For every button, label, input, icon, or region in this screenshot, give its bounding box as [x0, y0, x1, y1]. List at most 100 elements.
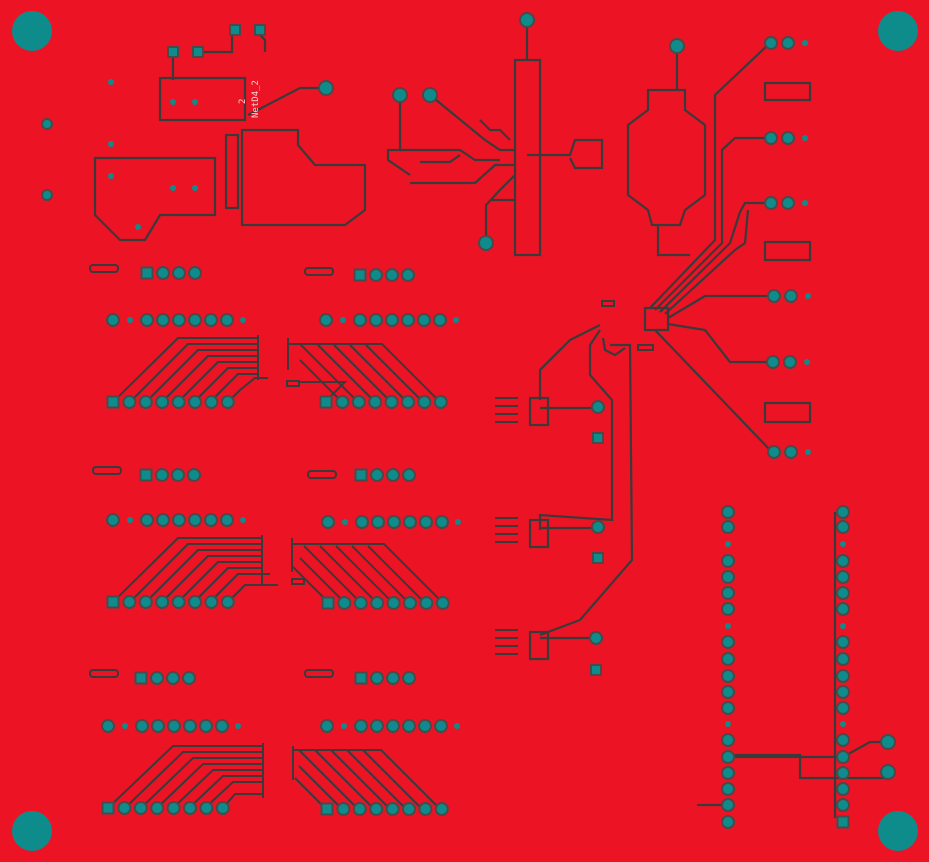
connector-pin [783, 355, 797, 369]
smd-parts [89, 264, 654, 678]
via [840, 623, 846, 629]
pad-square [167, 46, 179, 58]
header-pin [402, 468, 416, 482]
mounting-hole-bottom-right [878, 811, 918, 851]
pad [138, 595, 153, 609]
pad-square [590, 664, 602, 676]
header-pin-square [140, 266, 154, 280]
header-pin [721, 586, 735, 600]
header-pin [401, 268, 415, 282]
pad [384, 395, 399, 409]
header-pin [836, 602, 850, 616]
pad [401, 313, 415, 327]
pad [151, 719, 165, 733]
via [170, 185, 176, 191]
via [725, 541, 731, 547]
pad [387, 515, 401, 529]
via [802, 200, 808, 206]
pad [135, 719, 149, 733]
pad [41, 118, 53, 130]
pad [122, 395, 137, 409]
pad-square [321, 596, 335, 610]
via [122, 723, 128, 729]
header-pin [188, 266, 202, 280]
mounting-holes [12, 11, 918, 851]
header-pin [836, 586, 850, 600]
connector-pin [781, 36, 795, 50]
pad-square [592, 432, 604, 444]
pad [385, 313, 399, 327]
pad [418, 719, 432, 733]
pad [403, 596, 417, 610]
header-pin [836, 685, 850, 699]
pad [353, 596, 368, 610]
header-pin [166, 671, 180, 685]
pad [402, 719, 416, 733]
via [725, 721, 731, 727]
header-pin [836, 782, 850, 796]
pad [41, 189, 53, 201]
header-pin [721, 750, 735, 764]
pad [352, 802, 367, 816]
via [454, 723, 460, 729]
large-pad [880, 764, 896, 780]
pad [204, 313, 218, 327]
pad [171, 595, 186, 609]
header-pin [369, 268, 383, 282]
header-pin [721, 782, 735, 796]
header-pin [385, 268, 399, 282]
header-pin [150, 671, 164, 685]
via [804, 359, 810, 365]
connector-pin [764, 36, 778, 50]
header-pin [721, 701, 735, 715]
pad [188, 595, 202, 609]
header-pin-square [354, 671, 368, 685]
pad [369, 802, 384, 816]
large-pad [318, 80, 334, 96]
pad [417, 395, 432, 409]
pad [354, 719, 368, 733]
pad [434, 802, 449, 816]
pad [204, 395, 219, 409]
pad [172, 513, 186, 527]
header-pin [721, 602, 735, 616]
connector-pin [764, 196, 778, 210]
header-pin-square [134, 671, 148, 685]
via [240, 517, 246, 523]
header-pin [721, 798, 735, 812]
pad [368, 395, 383, 409]
pad [140, 313, 154, 327]
pad-square [319, 395, 333, 409]
header-pin [171, 468, 185, 482]
mounting-hole-top-left [12, 11, 52, 51]
header-pin [721, 635, 735, 649]
header-pin [836, 635, 850, 649]
via [127, 517, 133, 523]
header-pin [836, 750, 850, 764]
pad-square [101, 801, 115, 815]
pad [215, 801, 230, 815]
header-pin [402, 671, 416, 685]
pad [401, 395, 415, 409]
header-pin [721, 733, 735, 747]
pad [204, 595, 219, 609]
header-pin [156, 266, 170, 280]
large-pad [669, 38, 685, 54]
pad [183, 719, 197, 733]
header-pin [721, 685, 735, 699]
header-pin [721, 554, 735, 568]
connector-pin [781, 196, 795, 210]
via [108, 173, 114, 179]
pad-square [254, 24, 266, 36]
pad [370, 719, 384, 733]
pad [386, 596, 401, 610]
pad [321, 515, 335, 529]
pad [353, 313, 367, 327]
header-pin [187, 468, 201, 482]
pad [355, 515, 369, 529]
traces [93, 20, 890, 818]
via [341, 723, 347, 729]
pad [337, 596, 352, 610]
pad [199, 801, 214, 815]
